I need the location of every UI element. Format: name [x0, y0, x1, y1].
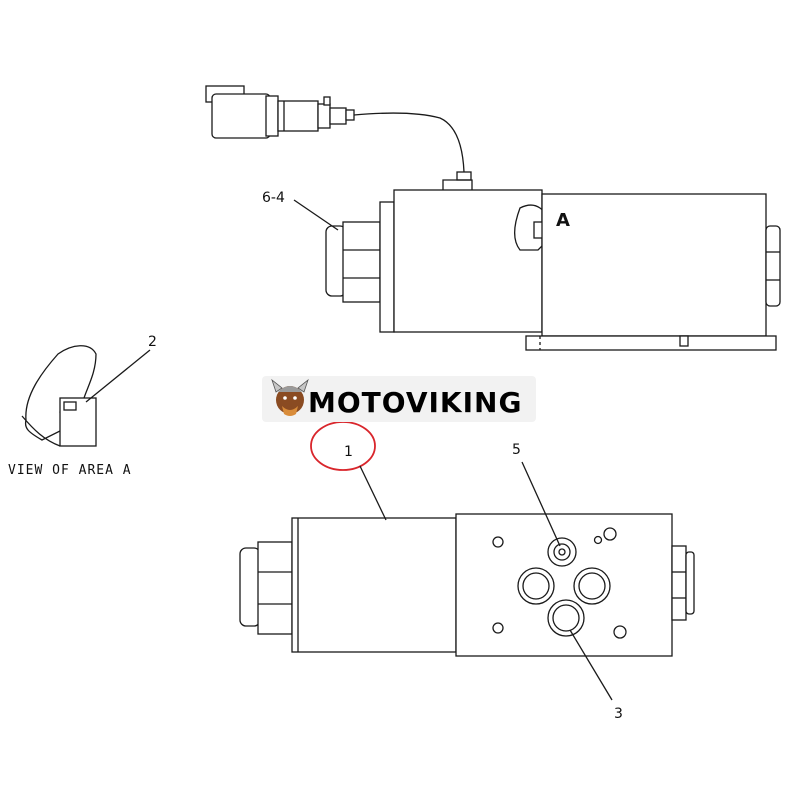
watermark: MOTOVIKING [262, 376, 536, 422]
nut-right-top [765, 225, 781, 307]
callout-6-4: 6-4 [262, 190, 285, 206]
callout-3: 3 [614, 706, 623, 722]
watermark-text: MOTOVIKING [308, 386, 522, 419]
manifold-body [541, 193, 767, 337]
bottom-view-valve [239, 513, 695, 657]
wire [353, 112, 465, 173]
callout-5: 5 [512, 442, 521, 458]
detail-area-a [21, 345, 97, 447]
callout-1: 1 [344, 444, 353, 460]
leader-5 [521, 461, 561, 547]
connector-plug [205, 85, 355, 139]
area-a-marker: A [556, 210, 570, 231]
coil-body-bottom [291, 517, 457, 653]
top-view-valve [205, 85, 781, 351]
nut-left-top [325, 201, 395, 333]
viking-mascot-icon [271, 378, 309, 416]
leader-6-4 [293, 199, 339, 231]
coil-body [393, 189, 543, 333]
base-plate [525, 335, 777, 351]
leader-2 [85, 349, 151, 403]
view-of-area-a-label: VIEW OF AREA A [8, 463, 132, 478]
leader-1 [359, 465, 387, 521]
highlight-circle [310, 421, 376, 471]
callout-2: 2 [148, 334, 157, 350]
leader-3 [569, 629, 613, 701]
